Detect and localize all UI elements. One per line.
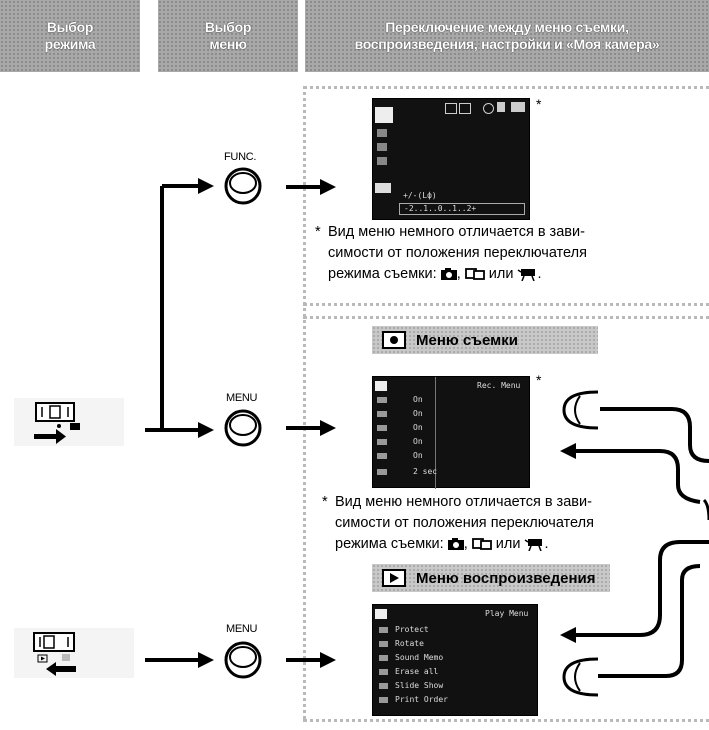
note-2-line-3: режима съемки: , или . xyxy=(335,534,709,555)
func-exposure-text: +/-(Lф) xyxy=(403,191,437,200)
note-1-line-3-prefix: режима съемки: xyxy=(328,266,441,282)
mode-switch-playback xyxy=(14,628,134,678)
note-1-line-2: симости от положения переключателя xyxy=(328,245,587,261)
func-icon-3 xyxy=(377,157,387,165)
func-icon-2 xyxy=(377,143,387,151)
rec-value-6: 2 sec xyxy=(413,467,438,476)
movie-mode-icon xyxy=(518,269,536,282)
play-menu-icon xyxy=(382,569,406,587)
print-order-icon xyxy=(379,697,388,703)
rec-menu-selected-icon xyxy=(375,381,387,391)
func-button[interactable] xyxy=(223,166,263,206)
play-item-6: Print Order xyxy=(395,695,448,704)
right-panel-left-border xyxy=(303,86,306,722)
play-menu-title-text: Меню воспроизведения xyxy=(416,569,596,587)
func-icon-1 xyxy=(377,129,387,137)
note-1-line-3-sep: , xyxy=(456,266,465,282)
rec-item-icon-1 xyxy=(377,397,387,403)
sound-memo-icon xyxy=(379,655,388,661)
play-item-2: Rotate xyxy=(395,639,424,648)
func-selected-cell xyxy=(375,107,393,123)
func-exposure-scale: -2..1..0..1..2+ xyxy=(404,204,477,213)
camera-mode-icon xyxy=(440,268,457,281)
func-panel-frame xyxy=(303,86,709,306)
func-exposure-scale-box: -2..1..0..1..2+ xyxy=(399,203,525,215)
func-top-icon-4 xyxy=(497,102,505,112)
rec-menu-icon xyxy=(382,331,406,349)
rec-menu-header: Rec. Menu xyxy=(477,381,521,390)
header-mode-select: Выбор режима xyxy=(0,0,140,72)
rec-menu-section-title: Меню съемки xyxy=(372,326,598,354)
play-menu-header: Play Menu xyxy=(485,609,529,618)
rec-value-5: On xyxy=(413,451,423,460)
menu-panel-frame xyxy=(303,316,709,722)
note-1-line-3-end: . xyxy=(537,266,542,282)
camera-mode-icon xyxy=(447,538,464,551)
rec-menu-screen: Rec. Menu On On On On On 2 sec xyxy=(372,376,530,489)
note-2-line-3-end: . xyxy=(544,536,549,552)
note-2-star: * xyxy=(322,494,328,510)
func-screen-star: * xyxy=(536,96,542,112)
note-2-line-3-sep: , xyxy=(463,536,472,552)
header-mode-label: Выбор режима xyxy=(44,19,96,52)
rec-value-1: On xyxy=(413,395,423,404)
header-menu-label: Выбор меню xyxy=(204,19,252,52)
note-2-line-2: симости от положения переключателя xyxy=(335,515,594,531)
rec-menu-title-text: Меню съемки xyxy=(416,331,518,349)
nav-button-up[interactable] xyxy=(560,388,600,432)
rec-item-icon-5 xyxy=(377,453,387,459)
note-1-line-3: режима съемки: , или . xyxy=(328,264,708,285)
rec-value-3: On xyxy=(413,423,423,432)
func-menu-screen: +/-(Lф) -2..1..0..1..2+ xyxy=(372,98,530,220)
rec-value-2: On xyxy=(413,409,423,418)
nav-button-down[interactable] xyxy=(560,655,600,699)
note-1-line-3-or: или xyxy=(484,266,518,282)
note-2-line-3-or: или xyxy=(491,536,525,552)
func-button-label: FUNC. xyxy=(224,151,257,163)
note-2-line-1: Вид меню немного отличается в зави- xyxy=(335,494,592,510)
header-switch-menus: Переключение между меню съемки, воспроиз… xyxy=(305,0,709,72)
note-2: * Вид меню немного отличается в зави- си… xyxy=(322,492,709,555)
note-1-line-1: Вид меню немного отличается в зави- xyxy=(328,224,585,240)
mode-switch-shooting xyxy=(14,398,124,446)
protect-icon xyxy=(379,627,388,633)
play-menu-selected-icon xyxy=(375,609,387,619)
func-top-icon-2 xyxy=(459,103,471,114)
movie-mode-icon xyxy=(525,539,543,552)
rec-screen-star: * xyxy=(536,372,542,388)
slide-show-icon xyxy=(379,683,388,689)
play-item-3: Sound Memo xyxy=(395,653,444,662)
func-top-icon-3 xyxy=(483,103,494,114)
erase-icon xyxy=(379,669,388,675)
play-item-5: Slide Show xyxy=(395,681,444,690)
play-item-4: Erase all xyxy=(395,667,439,676)
rec-item-icon-2 xyxy=(377,411,387,417)
rec-item-icon-4 xyxy=(377,439,387,445)
rotate-icon xyxy=(379,641,388,647)
func-top-icon-5 xyxy=(511,102,525,112)
rec-item-icon-6 xyxy=(377,469,387,475)
header-switch-label: Переключение между меню съемки, воспроиз… xyxy=(354,19,660,52)
note-1: * Вид меню немного отличается в зави- си… xyxy=(315,222,708,285)
stitch-assist-icon xyxy=(471,538,492,551)
func-top-icon-1 xyxy=(445,103,457,114)
menu-button-label-2: MENU xyxy=(226,623,258,635)
rec-value-4: On xyxy=(413,437,423,446)
play-menu-section-title: Меню воспроизведения xyxy=(372,564,610,592)
note-1-star: * xyxy=(315,224,321,240)
stitch-assist-icon xyxy=(464,268,485,281)
menu-button-1[interactable] xyxy=(223,408,263,448)
menu-button-label-1: MENU xyxy=(226,392,258,404)
play-item-1: Protect xyxy=(395,625,429,634)
note-2-line-3-prefix: режима съемки: xyxy=(335,536,448,552)
rec-menu-divider xyxy=(435,377,436,489)
rec-item-icon-3 xyxy=(377,425,387,431)
play-menu-screen: Play Menu Protect Rotate Sound Memo Eras… xyxy=(372,604,538,716)
menu-button-2[interactable] xyxy=(223,640,263,680)
header-menu-select: Выбор меню xyxy=(158,0,298,72)
func-icon-exposure xyxy=(375,183,391,193)
